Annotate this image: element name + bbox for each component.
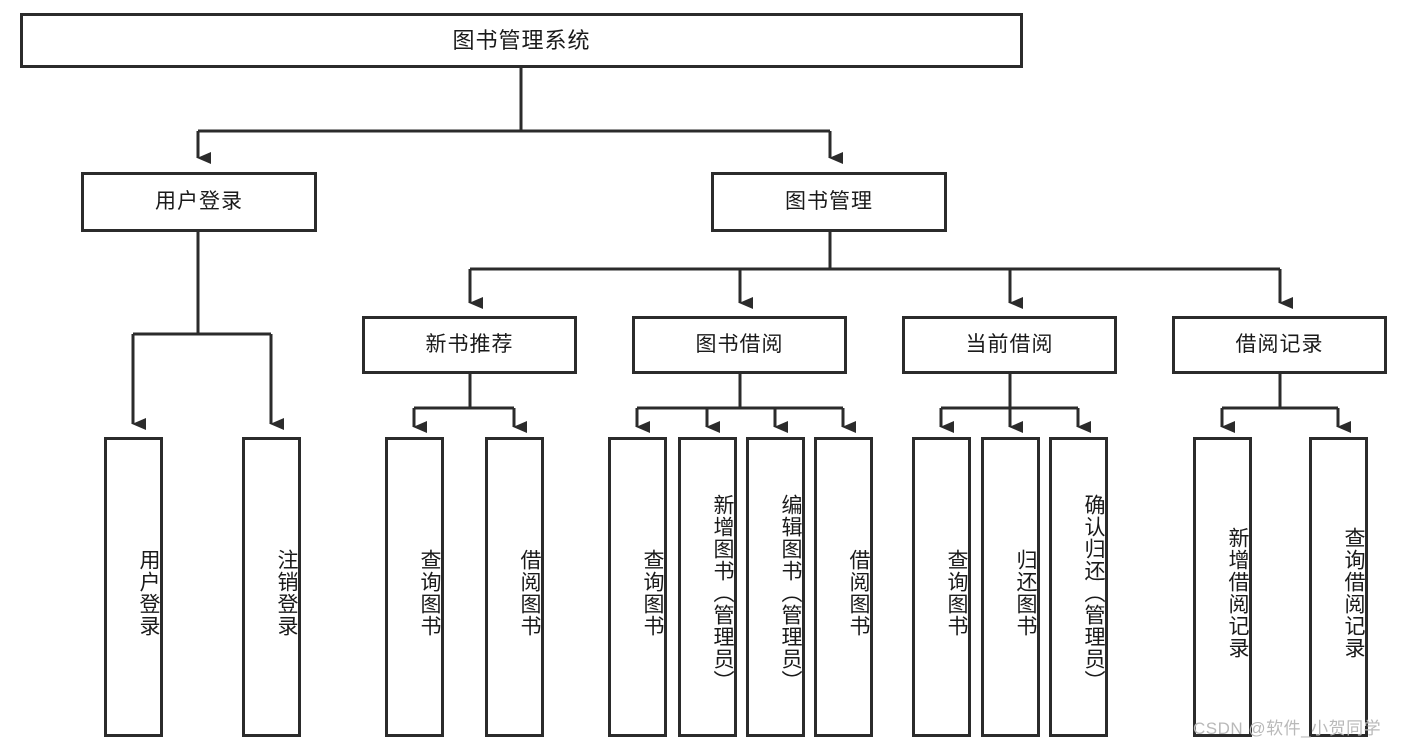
node-label: 借阅记录 [1235,332,1324,356]
leaf-current-query-book[interactable]: 查询图书 [912,437,971,737]
node-book-borrow[interactable]: 图书借阅 [632,316,847,374]
csdn-watermark: CSDN @软件_小贺同学 [1193,719,1382,738]
leaf-current-confirm-return-admin[interactable]: 确认归还（管理员） [1049,437,1108,737]
node-label: 注销登录 [275,549,298,637]
node-label: 图书借阅 [695,332,784,356]
node-label: 图书管理 [785,189,873,213]
node-label: 查询图书 [418,549,441,637]
node-label: 图书管理系统 [452,27,591,53]
leaf-current-return-book[interactable]: 归还图书 [981,437,1040,737]
node-label: 借阅图书 [847,549,870,637]
node-borrow-record[interactable]: 借阅记录 [1172,316,1387,374]
leaf-borrow-query-book[interactable]: 查询图书 [608,437,667,737]
leaf-record-query-record[interactable]: 查询借阅记录 [1309,437,1368,737]
node-label: 归还图书 [1014,549,1037,637]
node-label: 借阅图书 [518,549,541,637]
node-label: 新增借阅记录 [1226,527,1249,659]
node-current-borrow[interactable]: 当前借阅 [902,316,1117,374]
leaf-borrow-borrow-book[interactable]: 借阅图书 [814,437,873,737]
node-new-book-recommend[interactable]: 新书推荐 [362,316,577,374]
leaf-recommend-query-book[interactable]: 查询图书 [385,437,444,737]
leaf-borrow-add-book-admin[interactable]: 新增图书（管理员） [678,437,737,737]
node-label: 当前借阅 [965,332,1054,356]
node-label: 用户登录 [137,549,160,637]
node-user-login[interactable]: 用户登录 [81,172,317,232]
node-label: 确认归还（管理员） [1082,494,1105,692]
leaf-borrow-edit-book-admin[interactable]: 编辑图书（管理员） [746,437,805,737]
node-label: 查询图书 [641,549,664,637]
leaf-recommend-borrow-book[interactable]: 借阅图书 [485,437,544,737]
node-label: 新书推荐 [425,332,514,356]
node-label: 新增图书（管理员） [711,494,734,692]
leaf-user-login-logout[interactable]: 注销登录 [242,437,301,737]
node-label: 查询图书 [945,549,968,637]
node-root-system[interactable]: 图书管理系统 [20,13,1023,68]
leaf-user-login-login[interactable]: 用户登录 [104,437,163,737]
leaf-record-add-record[interactable]: 新增借阅记录 [1193,437,1252,737]
node-label: 查询借阅记录 [1342,527,1365,659]
node-label: 编辑图书（管理员） [779,494,802,692]
node-label: 用户登录 [155,189,243,213]
node-book-management[interactable]: 图书管理 [711,172,947,232]
